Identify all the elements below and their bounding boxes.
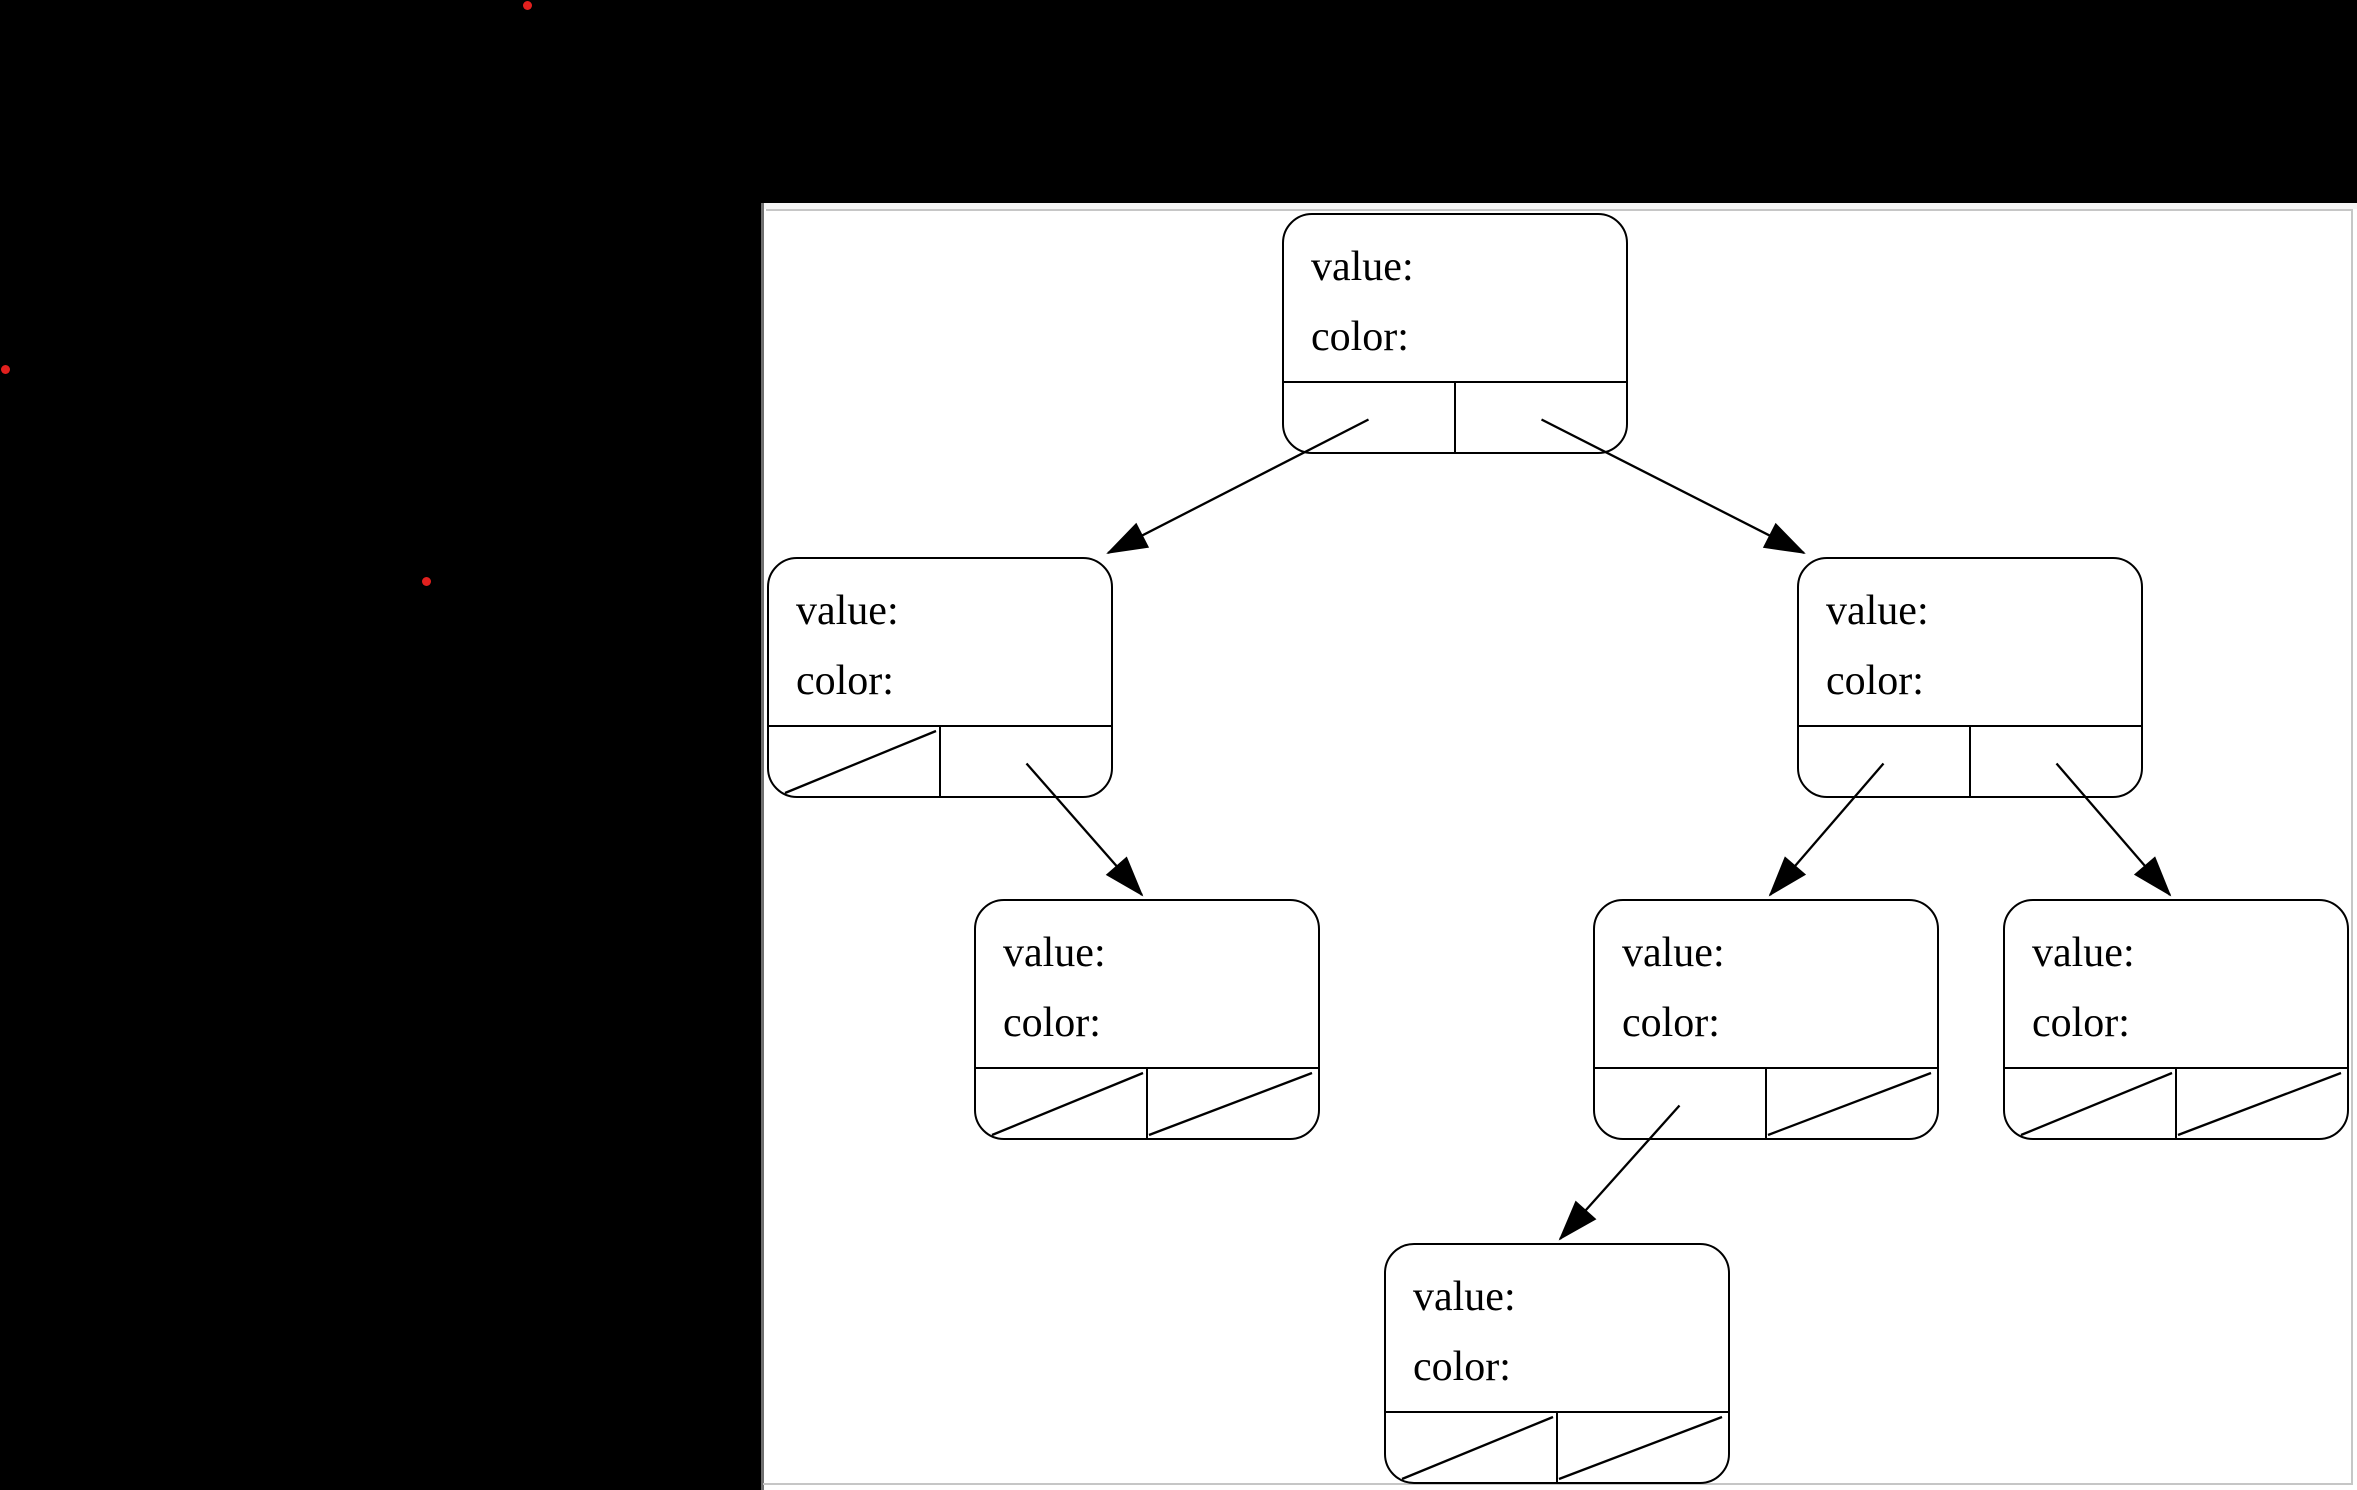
pointer-row xyxy=(976,1067,1318,1138)
right-pointer-cell xyxy=(2177,1069,2347,1138)
right-pointer-cell xyxy=(941,727,1111,796)
click-marker-dot-1 xyxy=(522,0,532,10)
tree-node-great-grandchild: value: color: xyxy=(1384,1243,1730,1484)
node-value-label: value: xyxy=(1622,930,1725,976)
panel-top-gutter xyxy=(764,203,2357,209)
right-pointer-cell xyxy=(1148,1069,1318,1138)
node-value-label: value: xyxy=(1413,1274,1516,1320)
tree-node-left-child: value: color: xyxy=(767,557,1113,798)
pointer-row xyxy=(1799,725,2141,796)
right-pointer-cell xyxy=(1558,1413,1728,1482)
node-value-label: value: xyxy=(2032,930,2135,976)
tree-node-right-child: value: color: xyxy=(1797,557,2143,798)
right-pointer-cell xyxy=(1456,383,1626,452)
node-color-label: color: xyxy=(1003,1000,1101,1046)
right-pointer-cell xyxy=(1971,727,2141,796)
node-value-label: value: xyxy=(1003,930,1106,976)
panel-top-rule xyxy=(766,209,2352,211)
node-value-label: value: xyxy=(796,588,899,634)
node-color-label: color: xyxy=(1622,1000,1720,1046)
node-value-label: value: xyxy=(1311,244,1414,290)
pointer-row xyxy=(769,725,1111,796)
right-pointer-cell xyxy=(1767,1069,1937,1138)
panel-bottom-rule xyxy=(763,1483,2353,1485)
left-pointer-cell xyxy=(1799,727,1971,796)
pointer-row xyxy=(1284,381,1626,452)
left-pointer-cell xyxy=(1595,1069,1767,1138)
panel-left-edge xyxy=(761,203,764,1490)
node-color-label: color: xyxy=(1311,314,1409,360)
tree-node-root: value: color: xyxy=(1282,213,1628,454)
tree-node-right-left-grandchild: value: color: xyxy=(1593,899,1939,1140)
pointer-row xyxy=(2005,1067,2347,1138)
click-marker-dot-2 xyxy=(0,364,10,374)
left-pointer-cell xyxy=(1386,1413,1558,1482)
node-value-label: value: xyxy=(1826,588,1929,634)
left-pointer-cell xyxy=(1284,383,1456,452)
left-pointer-cell xyxy=(769,727,941,796)
tree-node-right-right-grandchild: value: color: xyxy=(2003,899,2349,1140)
node-color-label: color: xyxy=(1826,658,1924,704)
tree-node-left-right-grandchild: value: color: xyxy=(974,899,1320,1140)
left-pointer-cell xyxy=(976,1069,1148,1138)
pointer-row xyxy=(1595,1067,1937,1138)
panel-right-rule xyxy=(2351,209,2353,1485)
left-pointer-cell xyxy=(2005,1069,2177,1138)
node-color-label: color: xyxy=(796,658,894,704)
click-marker-dot-3 xyxy=(421,576,431,586)
pointer-row xyxy=(1386,1411,1728,1482)
node-color-label: color: xyxy=(1413,1344,1511,1390)
node-color-label: color: xyxy=(2032,1000,2130,1046)
